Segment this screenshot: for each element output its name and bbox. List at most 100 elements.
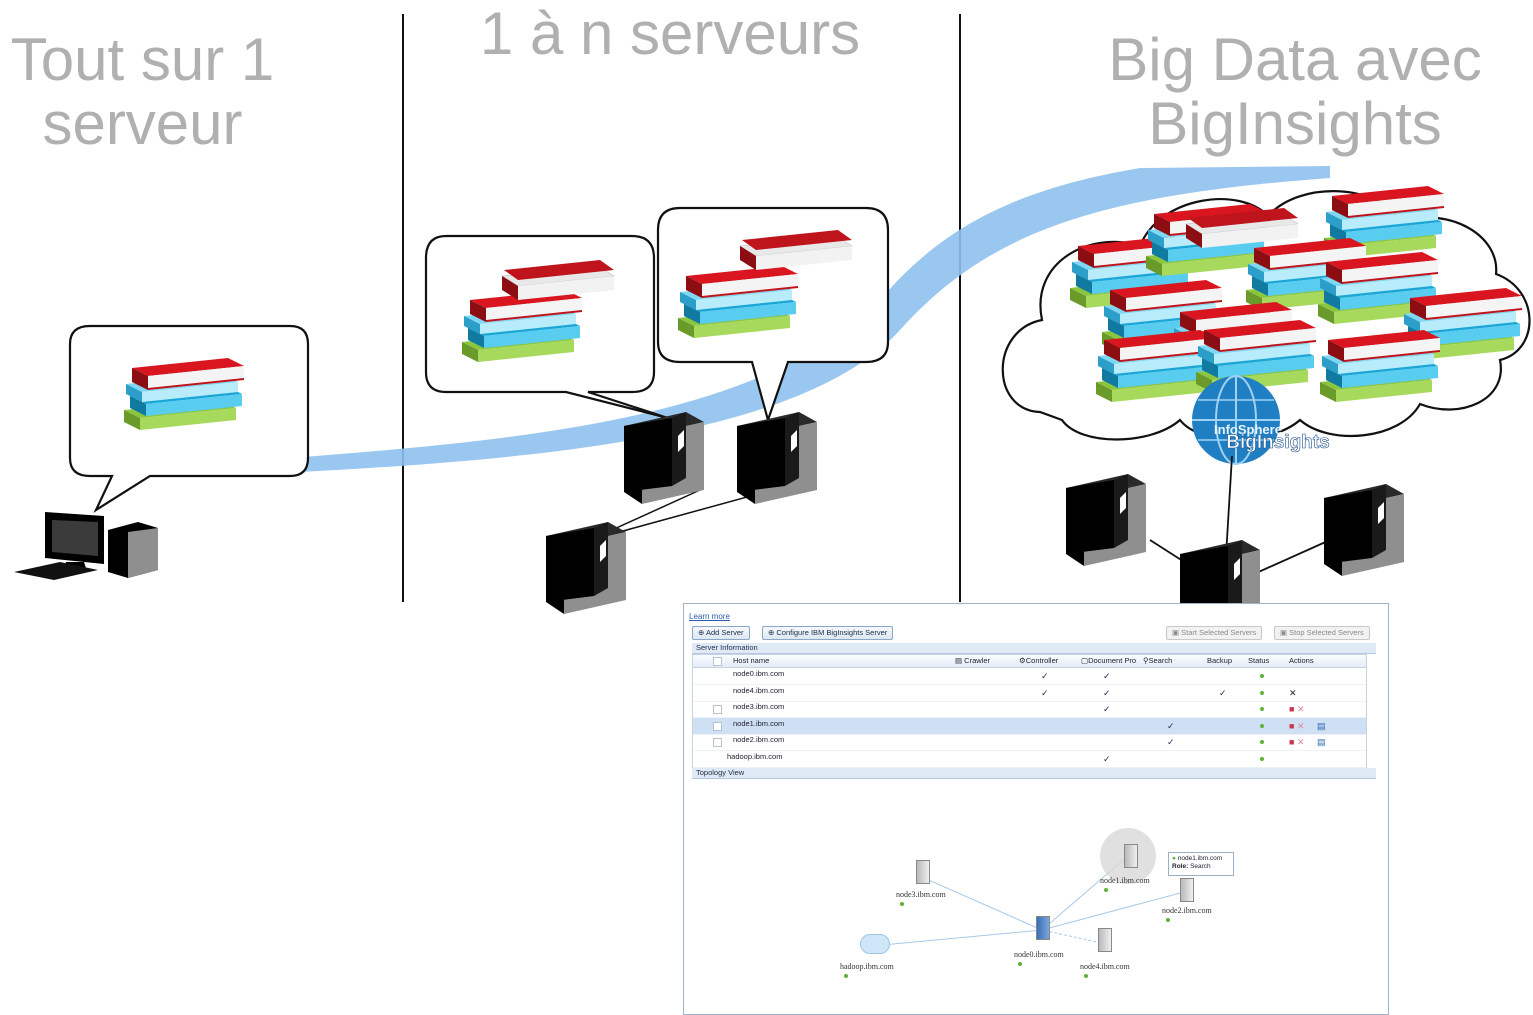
- row-checkbox[interactable]: [713, 705, 722, 714]
- edit-icon[interactable]: ▤: [1317, 720, 1326, 731]
- row-checkbox[interactable]: [713, 721, 722, 731]
- col-backup[interactable]: Backup: [1207, 656, 1233, 665]
- document-check-icon: ✓: [1103, 753, 1111, 764]
- col-host-name[interactable]: Host name: [733, 656, 770, 665]
- node-status-icon: [1166, 918, 1170, 922]
- topology-tooltip: ● node1.ibm.com Role: Search: [1168, 852, 1234, 876]
- node-status-icon: [1018, 962, 1022, 966]
- topology-node-label: node0.ibm.com: [1014, 950, 1064, 959]
- server-node-icon[interactable]: [1180, 878, 1194, 902]
- topology-view-header: Topology View: [692, 768, 1376, 779]
- logo-biginsights: BigInsights: [1226, 432, 1329, 453]
- tooltip-host: node1.ibm.com: [1177, 855, 1223, 862]
- configure-server-label: Configure IBM BigInsights Server: [776, 628, 888, 637]
- col-crawler[interactable]: ▤ Crawler: [955, 656, 991, 665]
- add-server-button[interactable]: ⊕ Add Server: [692, 626, 750, 640]
- table-row[interactable]: node4.ibm.com ✓ ✓ ✓ ✕: [693, 685, 1366, 702]
- search-check-icon: ✓: [1167, 737, 1175, 747]
- start-servers-button[interactable]: ▣ Start Selected Servers: [1166, 626, 1263, 640]
- search-check-icon: ✓: [1167, 720, 1175, 731]
- row-host-name: node4.ibm.com: [733, 685, 785, 695]
- document-check-icon: ✓: [1103, 687, 1111, 698]
- status-running-icon: [1260, 707, 1264, 711]
- server-icon-c: [546, 522, 626, 614]
- remove-icon[interactable]: ✕: [1297, 704, 1305, 714]
- row-checkbox[interactable]: [713, 738, 722, 747]
- heading-big-data-text: Big Data avec BigInsights: [1108, 26, 1482, 157]
- status-running-icon: [1260, 690, 1264, 695]
- topology-node-label: node1.ibm.com: [1100, 876, 1150, 885]
- topology-diagram: [871, 828, 1185, 947]
- tooltip-role-label: Role:: [1172, 863, 1189, 870]
- logo-infosphere: InfoSphere: [1214, 422, 1282, 437]
- table-row[interactable]: node2.ibm.com ✓ ■✕ ▤: [693, 734, 1366, 751]
- table-row[interactable]: node0.ibm.com✓✓: [693, 668, 1366, 685]
- server-icon-a: [624, 412, 704, 504]
- add-server-label: Add Server: [705, 628, 744, 637]
- remove-icon[interactable]: ✕: [1297, 737, 1305, 747]
- start-servers-label: Start Selected Servers: [1181, 628, 1257, 637]
- table-row[interactable]: node3.ibm.com ✓ ■✕: [693, 701, 1366, 718]
- node-status-icon: [1104, 888, 1108, 892]
- table-row[interactable]: node1.ibm.com ✓ ■✕ ▤: [693, 717, 1366, 735]
- node-status-icon: [900, 902, 904, 906]
- divider-left: [402, 14, 404, 602]
- desktop-computer-icon: [14, 512, 158, 580]
- stop-servers-label: Stop Selected Servers: [1289, 628, 1364, 637]
- server-information-title: Server Information: [696, 643, 758, 652]
- learn-more-link[interactable]: Learn more: [689, 612, 730, 621]
- stop-servers-button[interactable]: ▣ Stop Selected Servers: [1274, 626, 1370, 640]
- biginsights-globe-icon: [1192, 375, 1280, 465]
- configure-server-button[interactable]: ⊕ Configure IBM BigInsights Server: [762, 626, 894, 640]
- col-document-label: Document Pro: [1088, 656, 1137, 665]
- server-icon-b: [737, 412, 817, 504]
- heading-one-server-text: Tout sur 1 serveur: [10, 26, 275, 157]
- server-node-icon[interactable]: [1036, 916, 1050, 940]
- table-header: Host name ▤ Crawler ⚙Controller ▢Documen…: [693, 655, 1366, 668]
- server-information-header: Server Information: [692, 643, 1376, 654]
- server-node-icon[interactable]: [1124, 844, 1138, 868]
- document-check-icon: ✓: [1103, 704, 1111, 714]
- topology-node-label: node2.ibm.com: [1162, 906, 1212, 915]
- table-row[interactable]: hadoop.ibm.com✓: [693, 751, 1366, 768]
- server-icon-e: [1324, 484, 1404, 576]
- controller-check-icon: ✓: [1041, 687, 1049, 698]
- row-host-name: node1.ibm.com: [733, 718, 785, 728]
- topology-node-label: node4.ibm.com: [1080, 962, 1130, 971]
- cloud-node-icon[interactable]: [860, 934, 890, 954]
- node-status-icon: [844, 974, 848, 978]
- row-host-name: node2.ibm.com: [733, 735, 785, 744]
- server-icon-d: [1066, 474, 1146, 566]
- col-crawler-label: Crawler: [964, 656, 991, 665]
- node-status-icon: [1084, 974, 1088, 978]
- backup-check-icon: ✓: [1219, 687, 1227, 698]
- heading-big-data: Big Data avec BigInsights: [1070, 28, 1520, 156]
- col-controller[interactable]: ⚙Controller: [1019, 656, 1059, 665]
- col-search[interactable]: ⚲Search: [1143, 656, 1173, 665]
- server-node-icon[interactable]: [1098, 928, 1112, 952]
- heading-n-servers: 1 à n serveurs: [440, 2, 900, 66]
- edit-icon[interactable]: ▤: [1317, 737, 1326, 747]
- col-actions[interactable]: Actions: [1289, 656, 1314, 665]
- remove-icon[interactable]: ✕: [1289, 687, 1297, 698]
- topology-node-label: hadoop.ibm.com: [840, 962, 894, 971]
- col-status[interactable]: Status: [1248, 656, 1270, 665]
- row-host-name: node3.ibm.com: [733, 702, 785, 711]
- select-all-checkbox[interactable]: [713, 657, 722, 666]
- topology-node-label: node3.ibm.com: [896, 890, 946, 899]
- document-check-icon: ✓: [1103, 671, 1111, 681]
- remove-icon[interactable]: ✕: [1297, 720, 1305, 731]
- controller-check-icon: ✓: [1041, 671, 1049, 681]
- heading-one-server: Tout sur 1 serveur: [0, 28, 285, 156]
- stop-icon[interactable]: ■: [1289, 737, 1295, 747]
- stop-icon[interactable]: ■: [1289, 720, 1295, 731]
- server-table: Host name ▤ Crawler ⚙Controller ▢Documen…: [692, 654, 1367, 768]
- server-node-icon[interactable]: [916, 860, 930, 884]
- status-running-icon: [1260, 723, 1264, 728]
- stop-icon[interactable]: ■: [1289, 704, 1295, 714]
- biginsights-admin-screenshot: Learn more ⊕ Add Server ⊕ Configure IBM …: [683, 603, 1389, 1015]
- status-running-icon: [1260, 756, 1264, 761]
- col-document[interactable]: ▢Document Pro: [1081, 656, 1137, 665]
- heading-n-servers-text: 1 à n serveurs: [479, 0, 861, 67]
